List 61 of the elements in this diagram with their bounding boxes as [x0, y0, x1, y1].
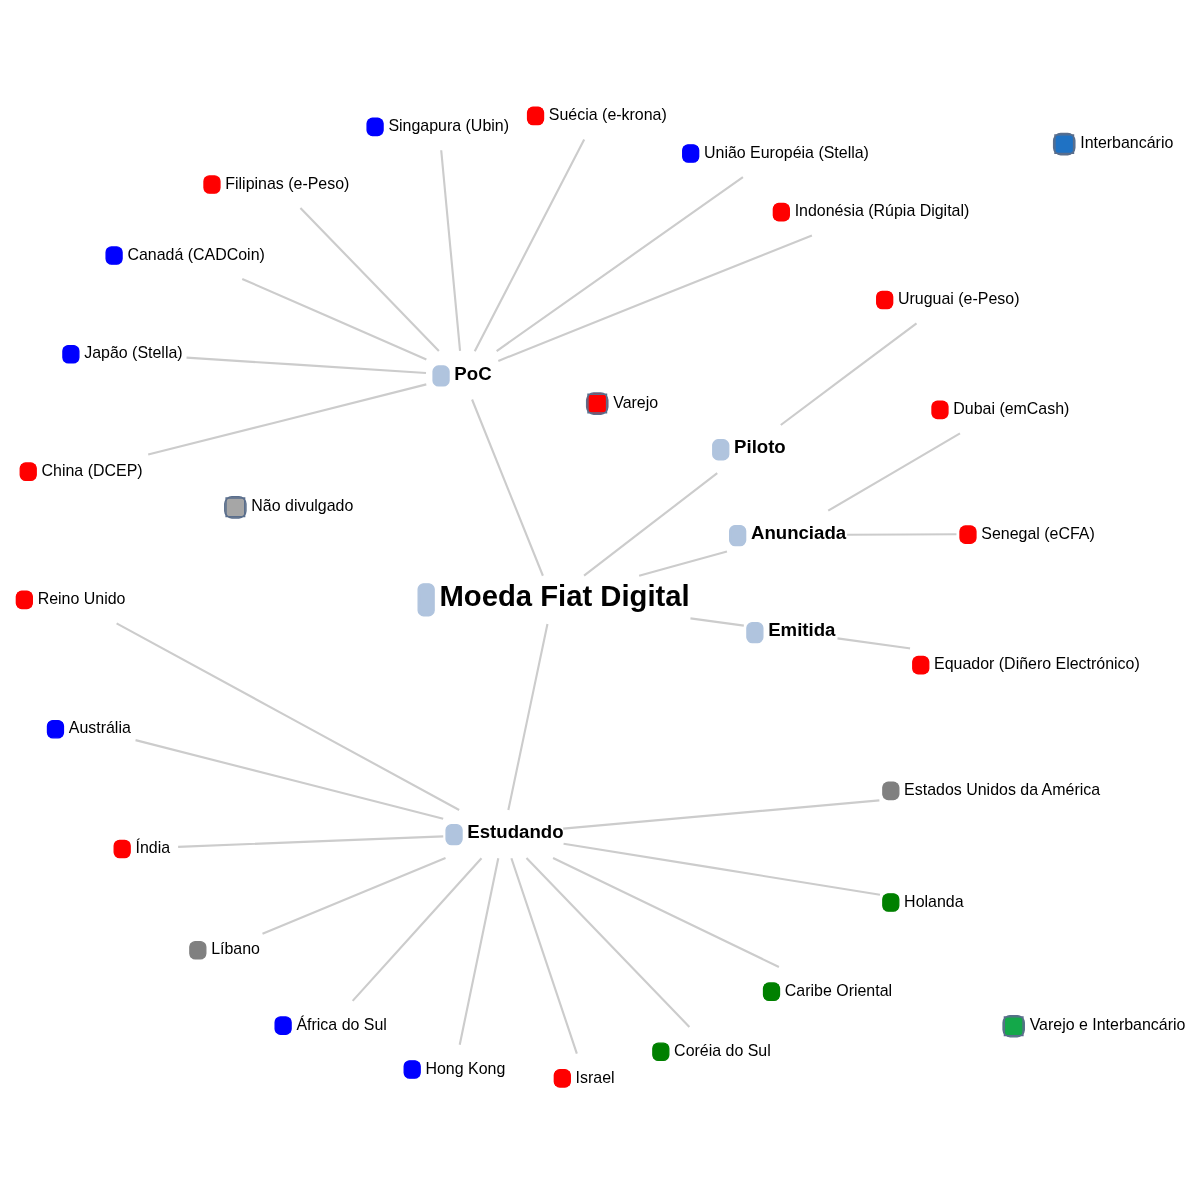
connector: [837, 637, 911, 650]
connector: [147, 383, 427, 456]
connector: [525, 857, 691, 1028]
node-label: União Européia (Stella): [704, 143, 869, 161]
node-label: Canadá (CADCoin): [127, 245, 265, 263]
node-label: Caribe Oriental: [784, 981, 893, 999]
node-label: Singapura (Ubin): [388, 117, 509, 134]
node-label: Senegal (eCFA): [981, 524, 1095, 542]
node-label: Holanda: [904, 892, 964, 910]
node-label: PoC: [454, 362, 492, 384]
node-label: China (DCEP): [41, 461, 143, 479]
node-label: Estados Unidos da América: [904, 781, 1101, 799]
connector: [780, 322, 918, 426]
connector: [473, 139, 586, 352]
connector: [458, 858, 500, 1045]
connector: [847, 533, 957, 536]
node-label: Filipinas (e-Peso): [225, 174, 350, 192]
node-label: África do Sul: [296, 1015, 387, 1033]
connector: [116, 622, 460, 811]
connector: [497, 234, 813, 362]
node-label: Moeda Fiat Digital: [439, 579, 690, 612]
legend-label: Varejo e Interbancário: [1029, 1016, 1186, 1034]
connector: [178, 835, 444, 848]
node-label: Japão (Stella): [84, 344, 183, 362]
connector: [241, 277, 427, 361]
node-label: Piloto: [734, 436, 786, 458]
connector: [299, 207, 440, 352]
connector: [186, 356, 427, 375]
node-label: Emitida: [768, 619, 836, 641]
node-label: Coréia do Sul: [674, 1041, 771, 1059]
node-label: Equador (Diñero Electrónico): [934, 655, 1140, 673]
connector: [440, 150, 462, 352]
node-label: Austrália: [68, 719, 131, 737]
node-label: Líbano: [211, 940, 260, 958]
connector: [563, 842, 881, 896]
connector: [471, 399, 544, 577]
node-label: Estudando: [467, 821, 564, 843]
legend-label: Interbancário: [1080, 134, 1174, 152]
connector: [496, 176, 744, 352]
legend-label: Varejo: [613, 393, 659, 411]
connector: [583, 472, 718, 577]
connector: [507, 623, 549, 811]
node-label: Reino Unido: [37, 589, 126, 607]
connector: [135, 739, 444, 820]
node-label: Israel: [575, 1068, 615, 1086]
legend-label: Não divulgado: [251, 497, 354, 515]
connector: [552, 857, 780, 968]
node-label: Índia: [135, 839, 171, 857]
node-label: Anunciada: [750, 522, 847, 544]
node-label: Dubai (emCash): [953, 400, 1070, 418]
node-label: Uruguai (e-Peso): [898, 290, 1020, 308]
connector: [510, 857, 578, 1054]
node-label: Indonésia (Rúpia Digital): [794, 202, 970, 220]
connector: [638, 550, 728, 577]
node-label: Suécia (e-krona): [548, 106, 667, 124]
connector: [827, 432, 961, 512]
node-label: Hong Kong: [425, 1059, 506, 1077]
connector: [262, 856, 446, 935]
connector: [351, 857, 483, 1002]
connector: [563, 799, 880, 830]
connector: [690, 617, 744, 627]
